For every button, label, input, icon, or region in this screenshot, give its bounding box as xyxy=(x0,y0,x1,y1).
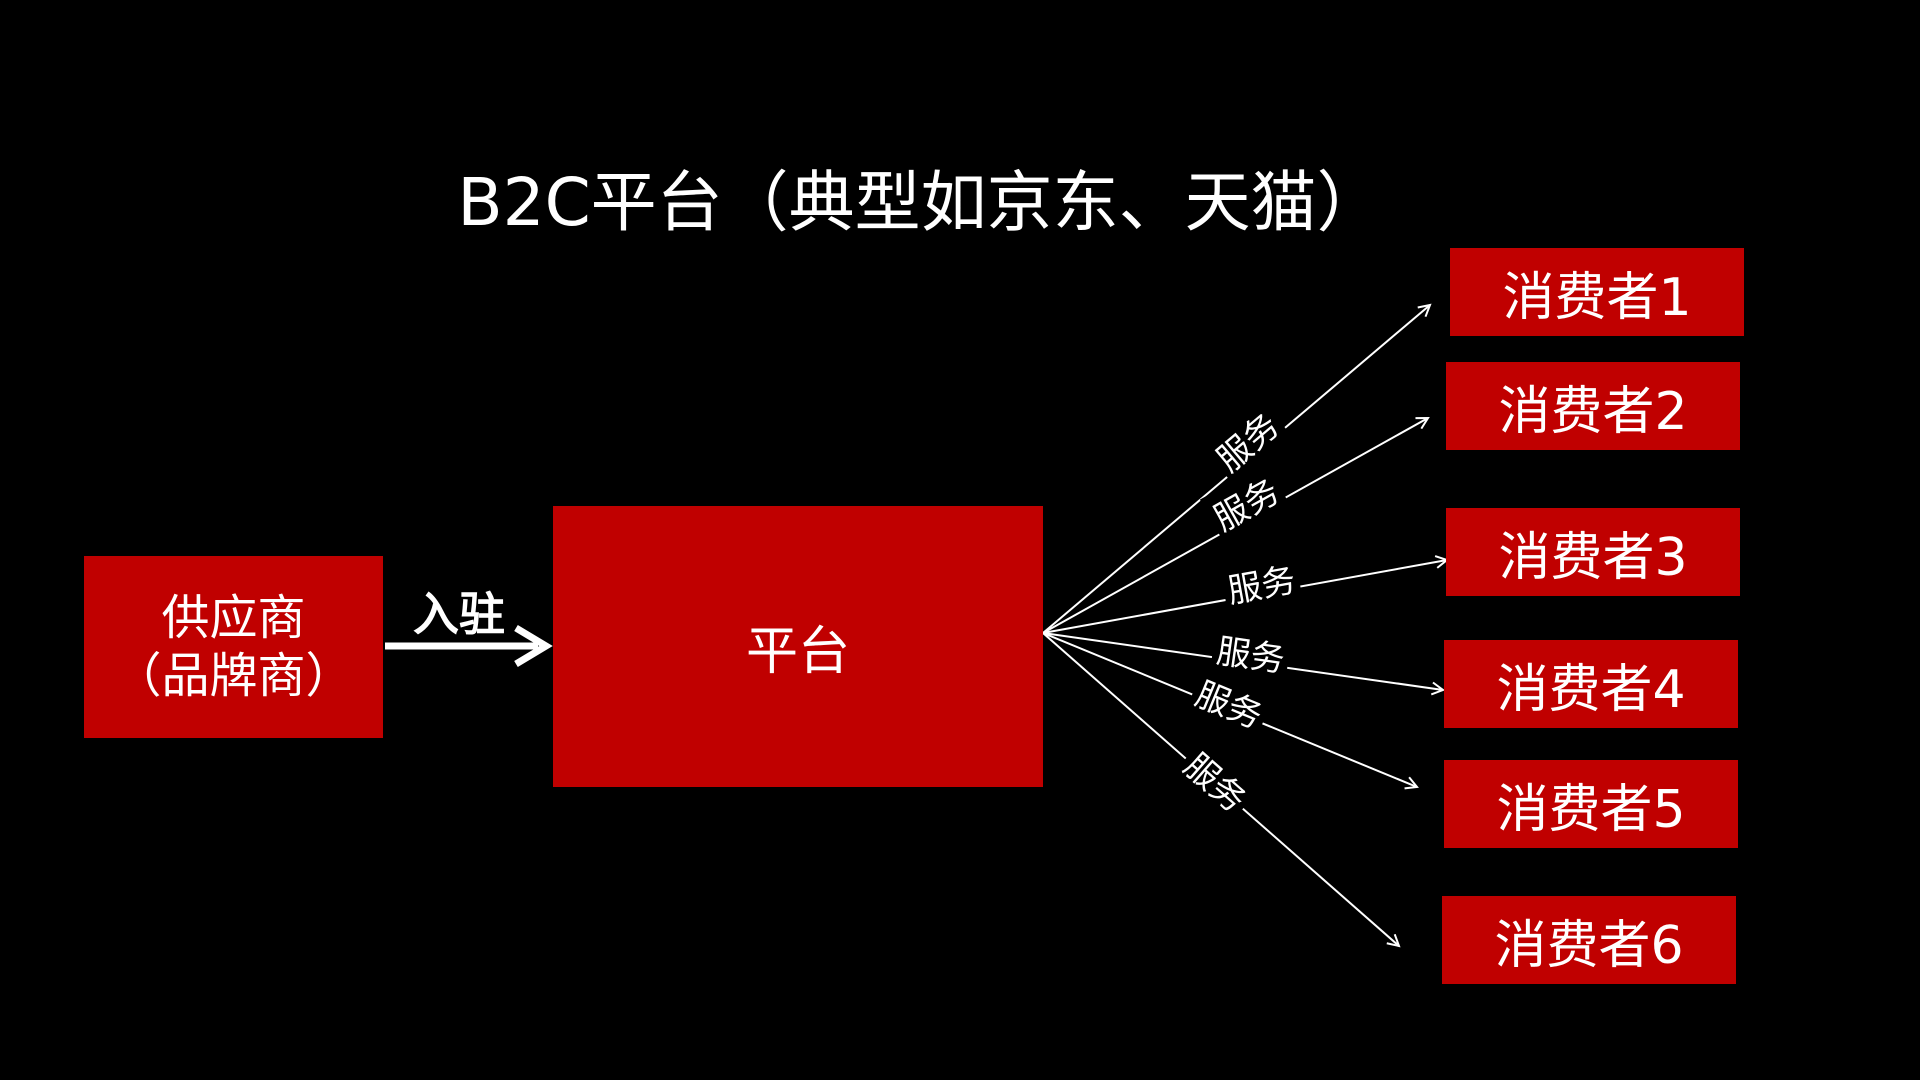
platform-label: 平台 xyxy=(745,622,850,682)
supplier-box: 供应商 （品牌商） xyxy=(84,556,383,738)
consumer-box-6: 消费者6 xyxy=(1442,896,1736,984)
consumer-box-3: 消费者3 xyxy=(1446,508,1740,596)
consumer-label-1: 消费者1 xyxy=(1502,267,1692,328)
supplier-label: 供应商 xyxy=(161,590,306,646)
consumer-box-5: 消费者5 xyxy=(1444,760,1738,848)
join-arrow-head xyxy=(514,624,553,668)
platform-box: 平台 xyxy=(553,506,1043,787)
join-label: 入驻 xyxy=(413,587,505,641)
consumer-label-3: 消费者3 xyxy=(1498,527,1688,588)
consumer-box-2: 消费者2 xyxy=(1446,362,1740,450)
consumer-label-6: 消费者6 xyxy=(1494,915,1684,976)
consumer-label-2: 消费者2 xyxy=(1498,381,1688,442)
consumer-box-4: 消费者4 xyxy=(1444,640,1738,728)
consumer-label-5: 消费者5 xyxy=(1496,779,1686,840)
consumer-label-4: 消费者4 xyxy=(1496,659,1686,720)
slide-title: B2C平台（典型如京东、天猫） xyxy=(457,164,1383,241)
service-arrows xyxy=(1042,305,1447,946)
brand-owner-label: （品牌商） xyxy=(113,648,354,704)
consumer-box-1: 消费者1 xyxy=(1450,248,1744,336)
